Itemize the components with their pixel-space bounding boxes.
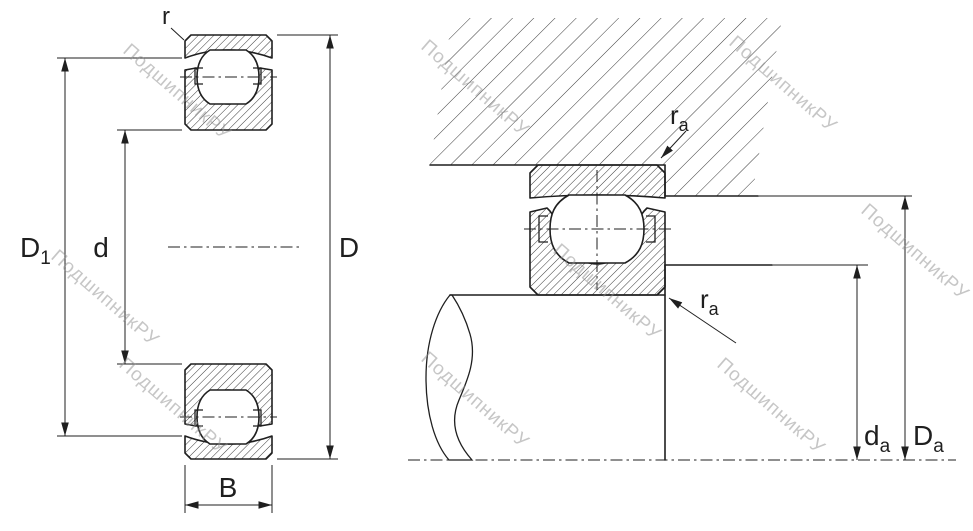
cage-lower-right — [253, 409, 262, 427]
cage-upper-left — [194, 67, 203, 85]
dim-label-d: d — [93, 232, 109, 263]
dim-label-Da: Da — [913, 420, 944, 457]
dim-label-D: D — [339, 232, 359, 263]
ra-top-leader — [660, 130, 687, 159]
cage-lower-left — [194, 409, 203, 427]
dimensions: r D1 d D B ra ra da Da — [20, 3, 944, 513]
cage-left — [538, 215, 548, 243]
cage-upper-right — [253, 67, 262, 85]
ra-bottom-leader — [668, 297, 737, 344]
bearing-cross-section-view — [168, 34, 300, 460]
shaft-break-section — [425, 294, 474, 461]
dim-label-B: B — [219, 472, 238, 503]
mounting-view — [408, 18, 956, 461]
chamfer-r-leader — [170, 27, 185, 41]
housing-section-hatch — [430, 18, 782, 196]
dim-label-da: da — [864, 420, 891, 457]
dim-label-ra-top: ra — [670, 100, 690, 135]
dim-label-D1: D1 — [20, 232, 51, 269]
dim-label-chamfer-r: r — [162, 3, 170, 30]
dim-label-ra-bottom: ra — [700, 284, 720, 319]
